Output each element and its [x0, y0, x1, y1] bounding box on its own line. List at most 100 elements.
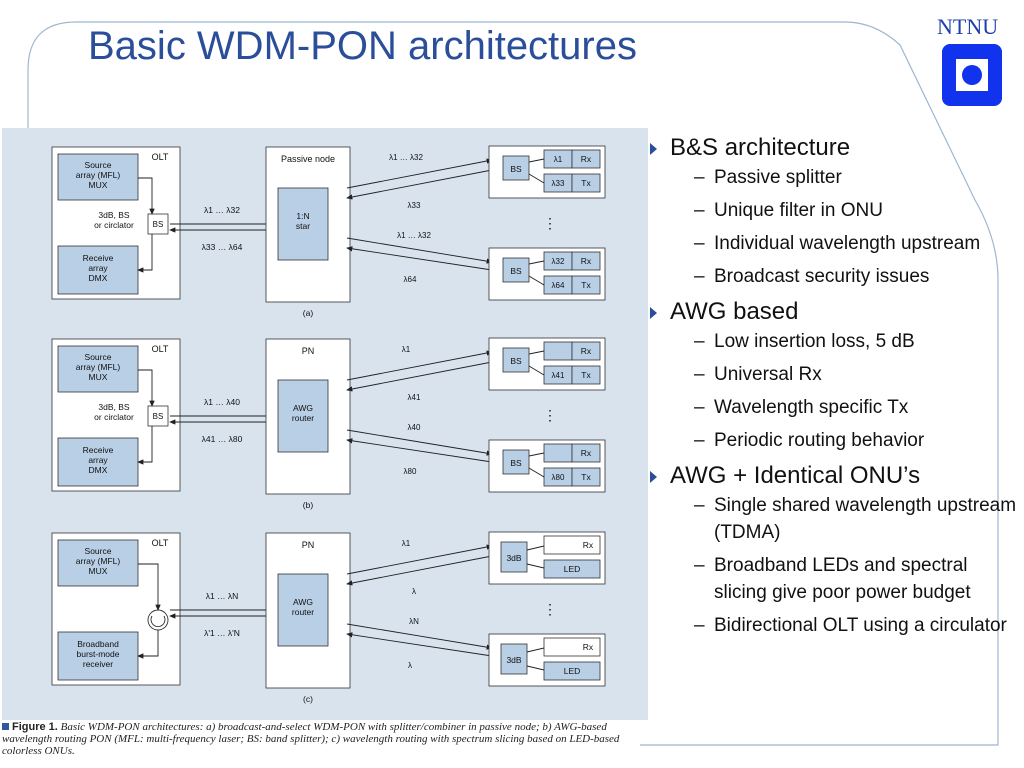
coupler-3db-label: 3dB	[506, 655, 521, 665]
figure-caption: Figure 1. Basic WDM-PON architectures: a…	[2, 721, 648, 757]
transmitter-label: Tx	[581, 472, 591, 482]
link-label: λ1 … λ32	[397, 231, 431, 240]
panel-label: (b)	[303, 500, 314, 510]
sub-bullet-text: Broadcast security issues	[714, 266, 930, 287]
link-label: λ1	[402, 345, 411, 354]
receiver-label: Rx	[583, 540, 594, 550]
node-box-label: AWG	[293, 597, 313, 607]
feeder-up-label: λ'1 … λ'N	[204, 628, 240, 638]
dash-marker: –	[694, 233, 705, 254]
onu-line	[528, 275, 545, 286]
receive-array-label: burst-mode	[77, 649, 120, 659]
link-line	[346, 632, 493, 657]
band-splitter-label: BS	[153, 412, 164, 421]
led-label: LED	[564, 564, 581, 574]
node-box-label: star	[296, 221, 310, 231]
coupler-label: 3dB, BS	[98, 402, 130, 412]
source-array-label: MUX	[89, 180, 108, 190]
dash-marker: –	[694, 167, 705, 188]
sub-bullet: –Passive splitter	[650, 164, 1020, 191]
sub-bullet: –Individual wavelength upstream	[650, 230, 1020, 257]
onu-line	[528, 350, 545, 355]
more-onus-dots: ⋮	[543, 407, 557, 423]
more-onus-dots: ⋮	[543, 215, 557, 231]
source-array-label: Source	[85, 160, 112, 170]
node-box	[277, 187, 329, 261]
dash-marker: –	[694, 364, 705, 385]
olt-up-link	[137, 630, 159, 659]
node-box-label: router	[292, 413, 314, 423]
link-label: λ	[412, 587, 416, 596]
caption-text: Basic WDM-PON architectures: a) broadcas…	[2, 721, 620, 757]
sub-bullet-text: Unique filter in ONU	[714, 200, 883, 221]
onu-line	[528, 365, 545, 376]
receiver-label: Rx	[581, 154, 592, 164]
onu-line	[526, 545, 545, 551]
onu-line	[526, 563, 545, 569]
sub-bullet: –Bidirectional OLT using a circulator	[650, 612, 1020, 639]
receiver-box	[571, 341, 601, 361]
receiver-box	[543, 637, 601, 657]
bullet-1: B&S architecture	[650, 132, 1020, 164]
node-box-label: router	[292, 607, 314, 617]
receive-array-box	[57, 245, 139, 295]
sub-bullet: –Unique filter in ONU	[650, 197, 1020, 224]
tx-filter-label: λ33	[552, 179, 565, 188]
transmitter-label: Tx	[581, 178, 591, 188]
link-line	[346, 429, 493, 456]
node-title: PN	[302, 346, 315, 356]
led-label: LED	[564, 666, 581, 676]
receive-array-label: Receive	[83, 445, 114, 455]
receiver-label: Rx	[581, 256, 592, 266]
sub-bullet: –Periodic routing behavior	[650, 427, 1020, 454]
bullet-text: B&S architecture	[670, 134, 851, 161]
transmitter-box	[571, 173, 601, 193]
node-title: PN	[302, 540, 315, 550]
receive-array-label: Receive	[83, 253, 114, 263]
sub-bullet-text: Periodic routing behavior	[714, 430, 925, 451]
bullet-marker-icon	[650, 143, 657, 155]
sub-bullet: –Wavelength specific Tx	[650, 394, 1020, 421]
dash-marker: –	[694, 397, 705, 418]
link-line	[346, 246, 493, 271]
tx-filter-label: λ80	[552, 473, 565, 482]
sub-bullet: –Single shared wavelength upstream (TDMA…	[650, 492, 1020, 546]
source-array-label: Source	[85, 352, 112, 362]
receiver-label: Rx	[583, 642, 594, 652]
link-label: λN	[409, 617, 419, 626]
node-title: Passive node	[281, 154, 335, 164]
receive-array-label: DMX	[89, 465, 108, 475]
receiver-box	[543, 535, 601, 555]
coupler-3db-label: 3dB	[506, 553, 521, 563]
link-label: λ1	[402, 539, 411, 548]
olt-label: OLT	[152, 538, 169, 548]
rx-filter-label: λ32	[552, 257, 565, 266]
dash-marker: –	[694, 331, 705, 352]
onu-splitter-box	[502, 347, 530, 373]
onu-splitter-label: BS	[510, 266, 522, 276]
dash-marker: –	[694, 266, 705, 287]
node-box	[277, 379, 329, 453]
rx-filter-box	[543, 341, 573, 361]
link-label: λ	[408, 661, 412, 670]
led-box	[543, 559, 601, 579]
bullet-text: AWG + Identical ONU’s	[670, 462, 921, 489]
sub-bullet-text: Broadband LEDs and spectral slicing give…	[714, 555, 971, 603]
source-array-label: MUX	[89, 566, 108, 576]
dash-marker: –	[694, 555, 705, 576]
receiver-box	[571, 251, 601, 271]
sub-bullet-text: Wavelength specific Tx	[714, 397, 909, 418]
tx-filter-label: λ41	[552, 371, 565, 380]
source-array-box	[57, 539, 139, 587]
receiver-label: Rx	[581, 448, 592, 458]
bullet-list: B&S architecture–Passive splitter–Unique…	[650, 132, 1020, 645]
onu-line	[528, 158, 545, 163]
coupler-3db-box	[500, 643, 528, 675]
bullet-2: AWG based	[650, 296, 1020, 328]
link-line	[346, 237, 493, 264]
sub-bullet: –Low insertion loss, 5 dB	[650, 328, 1020, 355]
panel-label: (c)	[303, 694, 313, 704]
receiver-box	[571, 149, 601, 169]
receive-array-box	[57, 631, 139, 681]
